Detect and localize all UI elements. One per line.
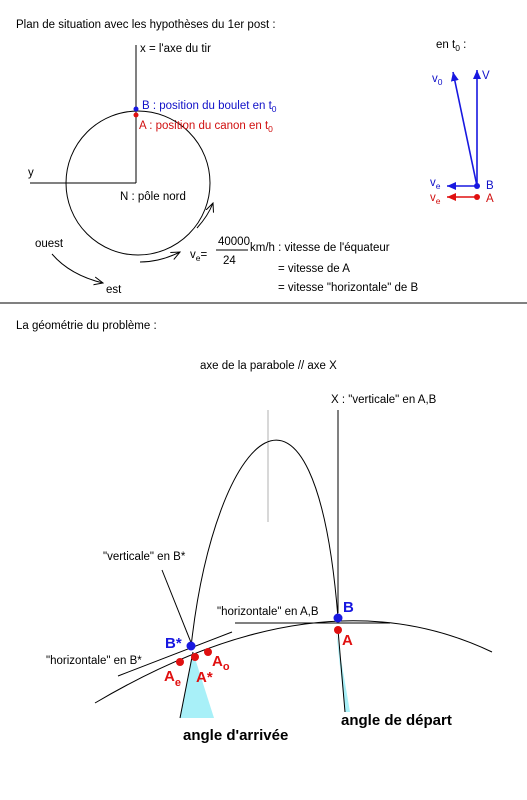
- ouest-label: ouest: [35, 238, 64, 250]
- a-position-label: A : position du canon en t0: [139, 120, 273, 134]
- horizontal-ab-label: "horizontale" en A,B: [217, 606, 319, 618]
- a-departure-label: A: [342, 632, 353, 649]
- vertical-bstar-line: [161, 569, 193, 646]
- point-b: [133, 106, 139, 112]
- ve-symbol: ve=: [190, 249, 207, 263]
- velocity-inset: en t0 : V v0 ve B ve A: [430, 39, 494, 206]
- speed-line-3: = vitesse "horizontale" de B: [278, 282, 419, 294]
- speed-unit-label: km/h : vitesse de l'équateur: [250, 242, 390, 254]
- point-ao: [204, 648, 212, 656]
- situation-plan: Plan de situation avec les hypothèses du…: [16, 19, 419, 296]
- bottom-title: La géométrie du problème :: [16, 320, 157, 332]
- north-pole-label: N : pôle nord: [120, 191, 186, 203]
- point-a: [133, 112, 139, 118]
- horizontal-bstar-line: [117, 631, 233, 677]
- horizontal-bstar-label: "horizontale" en B*: [46, 655, 142, 667]
- inset-a-label: A: [486, 193, 494, 205]
- earth-circle: [65, 110, 211, 256]
- ve-red-label: ve: [430, 192, 441, 206]
- point-bstar: [186, 641, 196, 651]
- est-label: est: [106, 284, 122, 296]
- arrival-wedge-edge: [179, 651, 194, 719]
- inset-point-a: [474, 194, 480, 200]
- ao-label: Ao: [212, 653, 230, 673]
- geometry-diagram: La géométrie du problème : axe de la par…: [16, 320, 493, 744]
- arrival-angle-label: angle d'arrivée: [183, 727, 288, 744]
- departure-angle-label: angle de départ: [341, 712, 452, 729]
- inset-point-b: [474, 183, 480, 189]
- fraction-denominator: 24: [223, 255, 236, 267]
- rotation-arrow-bottom: [139, 252, 180, 263]
- point-astar: [191, 653, 199, 661]
- v-label: V: [482, 70, 490, 82]
- fraction-numerator: 40000: [218, 236, 250, 248]
- v0-label: v0: [432, 73, 443, 87]
- b-departure-label: B: [343, 599, 354, 616]
- departure-wedge-edge: [337, 629, 346, 713]
- rotation-arrow-right: [196, 203, 213, 229]
- inset-title: en t0 :: [436, 39, 466, 53]
- point-b-departure: [333, 613, 343, 623]
- point-a-departure: [334, 626, 342, 634]
- ouest-est-arrow: [51, 253, 103, 283]
- trajectory-parabola: [190, 439, 339, 648]
- top-title: Plan de situation avec les hypothèses du…: [16, 19, 276, 31]
- earth-surface-arc: [94, 620, 493, 704]
- ve-blue-label: ve: [430, 177, 441, 191]
- y-label: y: [28, 167, 34, 179]
- b-position-label: B : position du boulet en t0: [142, 100, 277, 114]
- speed-line-2: = vitesse de A: [278, 263, 350, 275]
- arrival-angle-wedge: [180, 652, 214, 718]
- vertical-bstar-label: "verticale" en B*: [103, 551, 186, 563]
- inset-b-label: B: [486, 180, 494, 192]
- v0-arrow: [450, 71, 478, 187]
- x-axis-label: x = l'axe du tir: [140, 43, 211, 55]
- parabola-axis-label: axe de la parabole // axe X: [200, 360, 337, 372]
- bstar-label: B*: [165, 635, 182, 652]
- x-vertical-label: X : "verticale" en A,B: [331, 394, 437, 406]
- astar-label: A*: [196, 669, 213, 686]
- ae-label: Ae: [164, 668, 181, 689]
- point-ae: [176, 658, 184, 666]
